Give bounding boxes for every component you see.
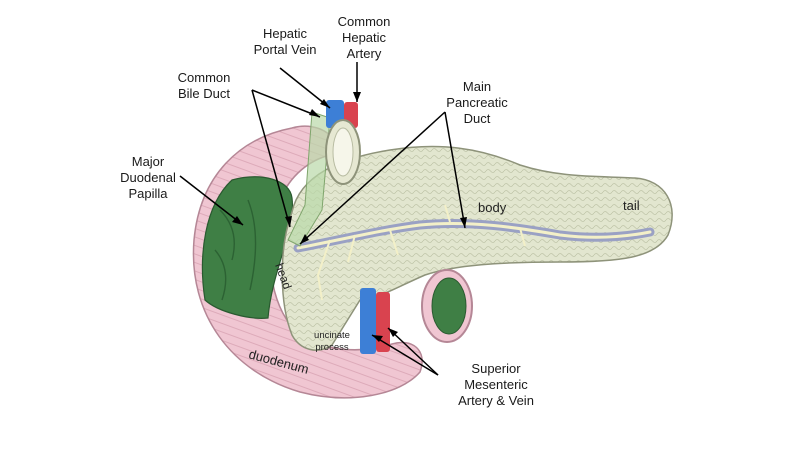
svg-text:Common: Common [178, 70, 231, 85]
svg-text:Mesenteric: Mesenteric [464, 377, 528, 392]
svg-text:Artery & Vein: Artery & Vein [458, 393, 534, 408]
callout-common-bile-duct: Common Bile Duct [178, 70, 231, 101]
svg-text:Artery: Artery [347, 46, 382, 61]
svg-text:Major: Major [132, 154, 165, 169]
label-tail: tail [623, 198, 640, 213]
svg-text:Duct: Duct [464, 111, 491, 126]
callout-common-hepatic-artery: Common Hepatic Artery [338, 14, 391, 61]
pancreas [281, 145, 673, 351]
svg-text:Hepatic: Hepatic [342, 30, 387, 45]
label-uncinate-2: process [315, 342, 349, 353]
callout-main-pancreatic-duct: Main Pancreatic Duct [446, 79, 508, 126]
superior-mesenteric-vein [360, 288, 376, 354]
svg-text:Portal Vein: Portal Vein [254, 42, 317, 57]
svg-text:Common: Common [338, 14, 391, 29]
superior-mesenteric-artery [376, 292, 390, 352]
pointer-lines [179, 62, 466, 376]
callout-hepatic-portal-vein: Hepatic Portal Vein [254, 26, 317, 57]
pointer-arrowheads [232, 92, 467, 342]
label-uncinate-1: uncinate [314, 330, 350, 341]
svg-text:Hepatic: Hepatic [263, 26, 308, 41]
label-body: body [478, 200, 507, 215]
svg-text:Main: Main [463, 79, 491, 94]
svg-text:Bile Duct: Bile Duct [178, 86, 230, 101]
svg-text:Duodenal: Duodenal [120, 170, 176, 185]
svg-text:Superior: Superior [471, 361, 521, 376]
svg-text:Papilla: Papilla [128, 186, 168, 201]
svg-text:Pancreatic: Pancreatic [446, 95, 508, 110]
callout-major-duodenal-papilla: Major Duodenal Papilla [120, 154, 176, 201]
callout-superior-mesenteric: Superior Mesenteric Artery & Vein [458, 361, 534, 408]
